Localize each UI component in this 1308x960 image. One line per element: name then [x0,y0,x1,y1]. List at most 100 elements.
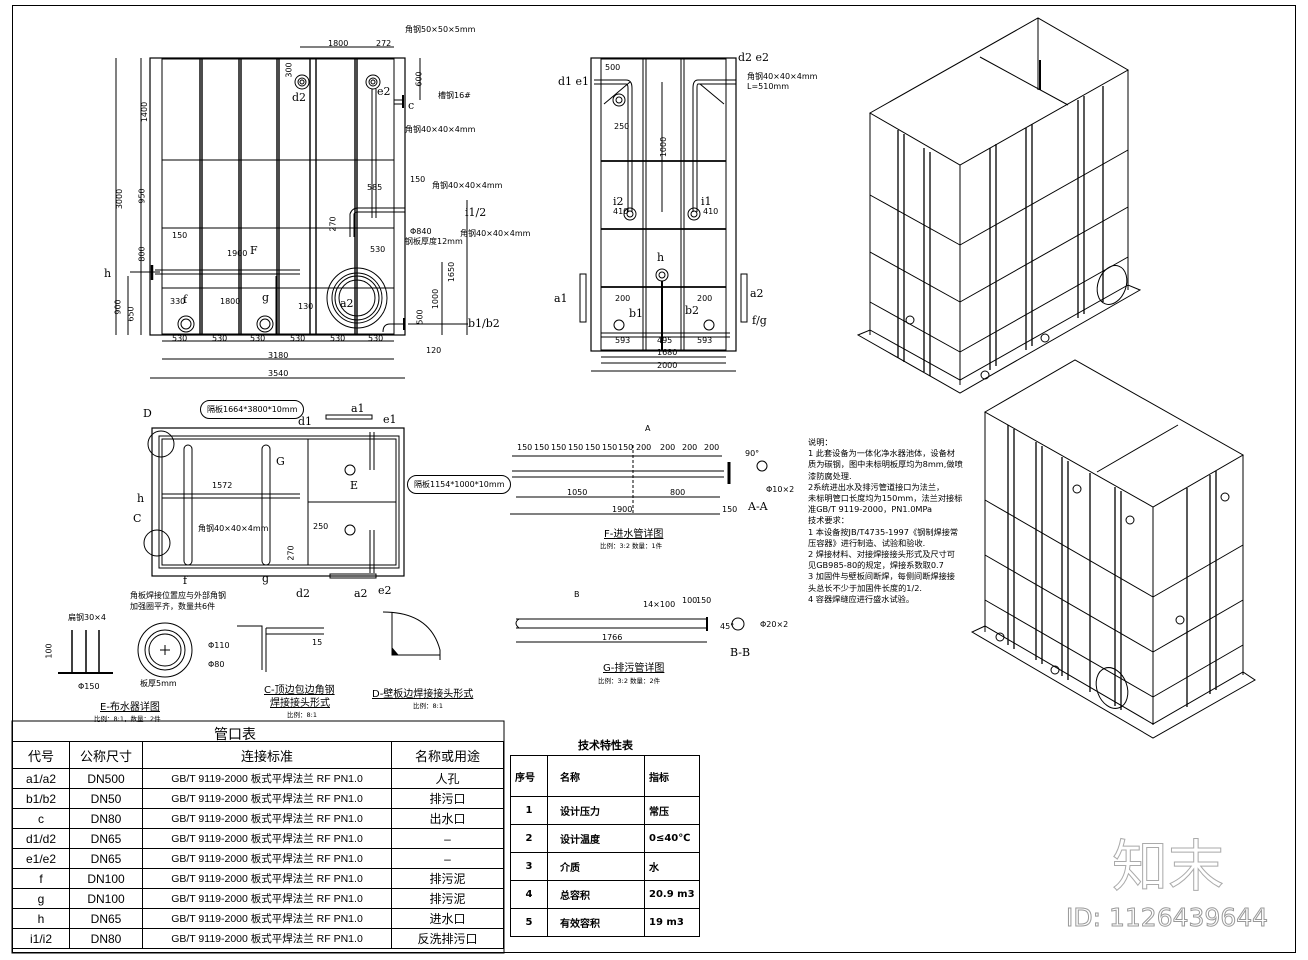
dim-label: 150 [618,443,634,452]
dim-label: 3180 [268,351,289,360]
callout-diameter: Φ840 [410,227,432,236]
dim-label: 1572 [212,481,233,490]
detail-e-title: E-布水器详图 [100,702,160,713]
nozzle-label-c: c [408,99,415,112]
dim-label: 530 [250,334,266,343]
tech-table-caption: 技术特性表 [578,739,633,752]
table-cell: – [391,848,504,869]
dim-label: 150 [696,596,712,605]
watermark-id: ID: 1126439644 [1065,903,1269,933]
table-cell: 反洗排污口 [391,928,504,949]
detail-e [58,622,193,678]
table-header-row: 序号 名称 指标 [510,755,700,797]
dim-label: 200 [682,443,698,452]
table-cell: DN65 [69,848,143,869]
dim-label: 500 [415,309,425,325]
design-notes: 说明： 1 此套设备为一体化净水器池体，设备材 质为碳钢，图中未标明板厚均为8m… [808,437,988,605]
nozzle-label-d2: d2 [292,91,307,104]
dim-label: 530 [290,334,306,343]
dim-label: 1900 [227,249,248,258]
table-cell: GB/T 9119-2000 板式平焊法兰 RF PN1.0 [142,928,392,949]
table-cell: 1 [510,796,548,825]
table-cell: DN80 [69,808,143,829]
detail-e-label: Φ110 [208,641,230,650]
table-cell: 4 [510,880,548,909]
dim-label: 330 [170,297,186,306]
note-line: 头总长不少于加固件长度的1/2. [808,582,923,593]
dim-label: 150 [410,175,426,184]
table-header-row: 代号 公称尺寸 连接标准 名称或用途 [12,741,504,769]
table-cell: 水 [644,852,700,881]
section-angle: 45° [720,622,735,631]
table-cell: 排污泥 [391,888,504,909]
dim-label: 593 [615,336,631,345]
note-line: 技术要求： [808,515,849,526]
nozzle-label-i2: i2 [613,195,624,208]
dim-label: 100 [682,596,698,605]
detail-c-title: C-顶边包边角钢 [264,685,335,696]
dim-label: 1800 [220,297,241,306]
header-cell: 指标 [644,755,700,797]
table-cell: 排污泥 [391,868,504,889]
iso-tank-bottom [970,359,1256,739]
label-d2: d2 [296,587,311,600]
section-mark: B [574,590,580,599]
dim-label: 270 [328,216,338,232]
nozzle-table-caption: 管口表 [214,727,256,743]
nozzle-label-h: h [137,492,145,505]
table-cell: 出水口 [391,808,504,829]
detail-d-scale: 比例：8:1 [413,702,443,710]
table-cell: c [12,808,70,829]
dim-label: 500 [605,63,621,72]
nozzle-label-i12: i1/2 [465,206,487,219]
detail-e-label: Φ80 [208,660,225,669]
dim-label: 2000 [657,361,678,370]
table-cell: 20.9 m3 [644,880,700,909]
table-cell: GB/T 9119-2000 板式平焊法兰 RF PN1.0 [142,808,392,829]
table-cell: 19 m3 [644,908,700,937]
dim-label: 150 [517,443,533,452]
section-title-aa: A-A [748,500,768,513]
table-cell: GB/T 9119-2000 板式平焊法兰 RF PN1.0 [142,908,392,929]
dim-label: 300 [284,62,294,78]
detail-ref-G: G [276,455,285,468]
note-line: 4 容器焊缝应进行盛水试验。 [808,593,915,604]
dim-label: 120 [426,346,442,355]
dim-label: 410 [703,207,719,216]
callout-angle-steel: 角钢40×40×4mm [460,229,531,238]
dim-label: 250 [614,122,630,131]
table-cell: GB/T 9119-2000 板式平焊法兰 RF PN1.0 [142,788,392,809]
partition-callout-1: 隔板1664*3800*10mm [200,400,305,419]
dim-label: 200 [660,443,676,452]
dim-label: 270 [286,545,296,561]
table-cell: g [12,888,70,909]
dim-label: 200 [697,294,713,303]
dim-label: 530 [212,334,228,343]
dim-label: 200 [636,443,652,452]
dim-label: 1000 [659,136,669,158]
dim-label: 150 [568,443,584,452]
note-line: 1 本设备按JB/T4735-1997《钢制焊接常 [808,526,959,537]
note-line: 质为碳钢，图中未标明板厚均为8mm,做喷 [808,459,963,470]
nozzle-label-b1: b1 [629,307,644,320]
nozzle-label-h: h [104,267,112,280]
table-cell: 人孔 [391,768,504,789]
dim-label: 410 [613,207,629,216]
table-cell: GB/T 9119-2000 板式平焊法兰 RF PN1.0 [142,768,392,789]
dim-label: 530 [330,334,346,343]
table-cell: a1/a2 [12,768,70,789]
table-cell: 进水口 [391,908,504,929]
nozzle-label-fg: f/g [752,314,767,327]
nozzle-label-d2e2: d2 e2 [738,51,770,64]
table-cell: 0≤40℃ [644,824,700,853]
